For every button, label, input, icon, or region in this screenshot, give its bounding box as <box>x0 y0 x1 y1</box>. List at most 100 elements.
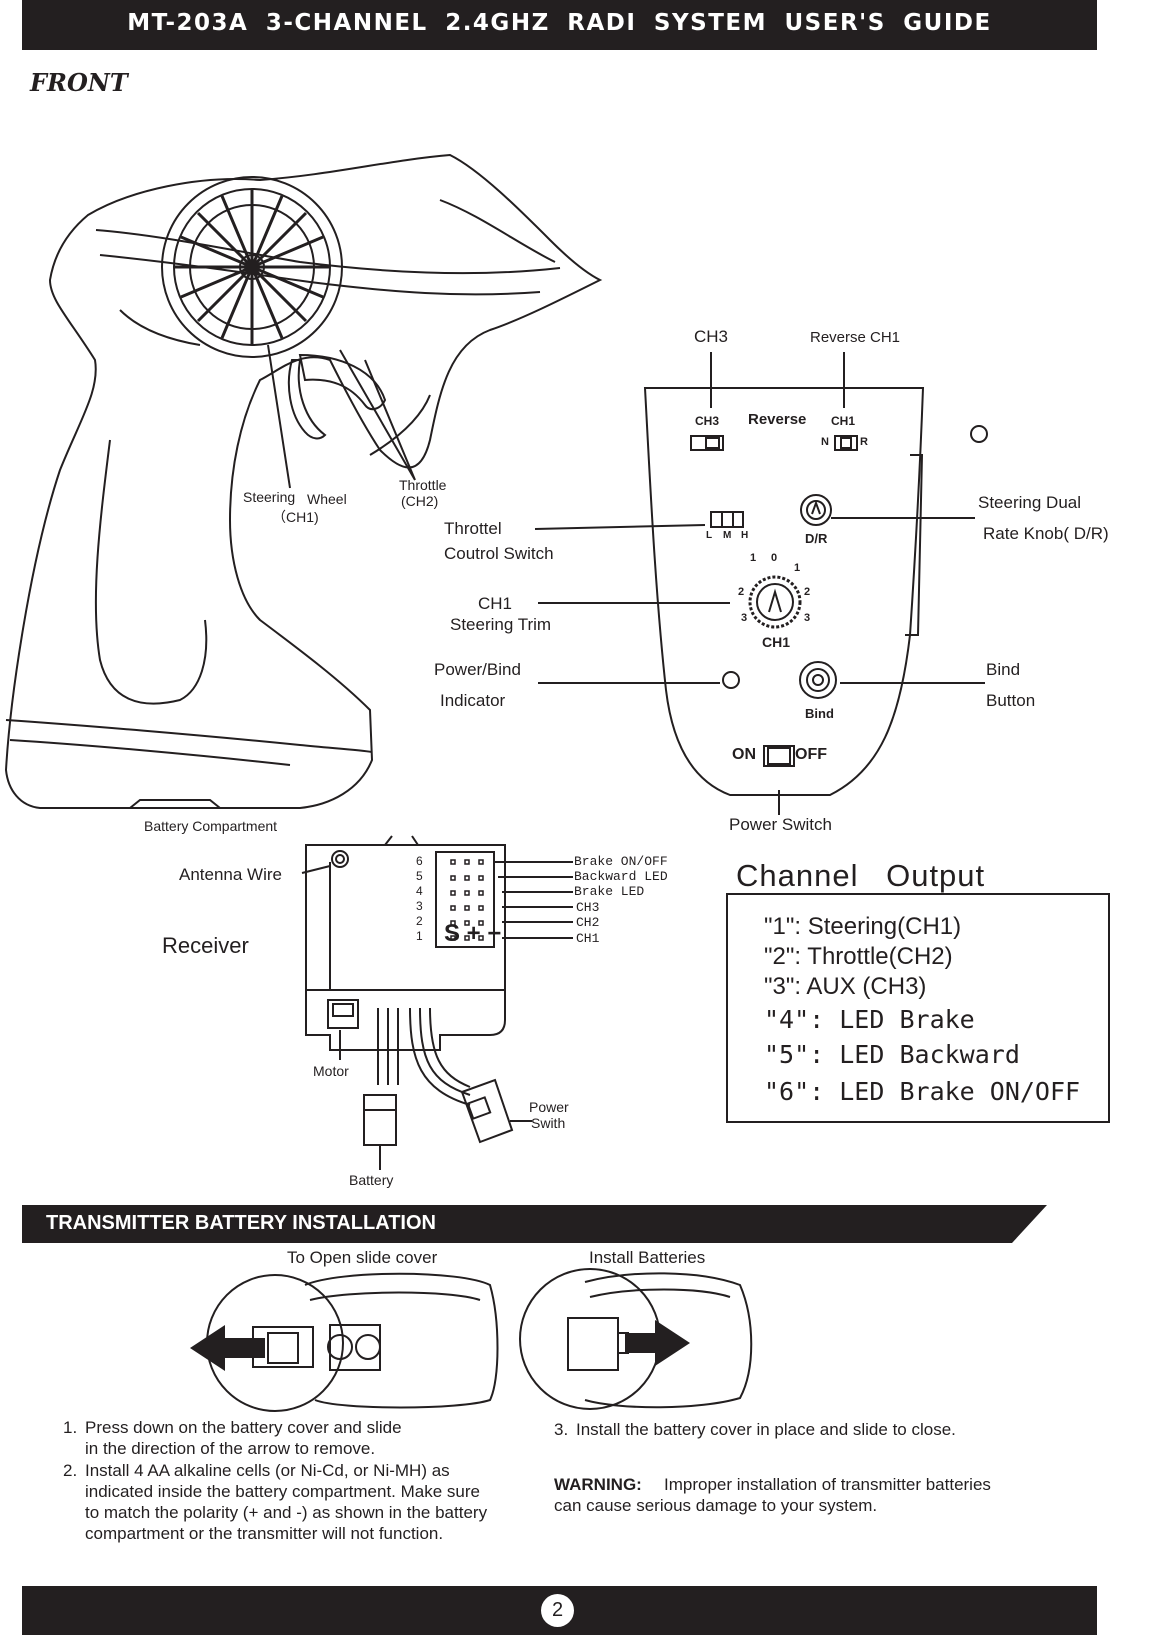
panel-bind-text: Bind <box>805 706 834 721</box>
steering-label-a: Steering <box>243 489 296 505</box>
control-panel-outline <box>643 387 925 796</box>
warning-line: can cause serious damage to your system. <box>554 1496 878 1515</box>
trim-dial-icon <box>748 575 802 629</box>
right-arrow-icon <box>625 1320 690 1366</box>
trim-num: 3 <box>804 612 811 624</box>
power-label: Power <box>529 1099 569 1115</box>
ch1-trim-label: CH1 <box>478 594 513 613</box>
warning-line: Improper installation of transmitter bat… <box>664 1475 991 1494</box>
pin-label: Brake LED <box>574 884 645 899</box>
step-line: Install the battery cover in place and s… <box>576 1420 956 1439</box>
antenna-wire-label: Antenna Wire <box>179 865 282 884</box>
power-switch-icon <box>763 745 795 767</box>
pin-label: CH1 <box>576 931 600 946</box>
step-line: in the direction of the arrow to remove. <box>85 1439 376 1458</box>
panel-h-text: H <box>741 530 749 541</box>
document-title: MT-203A 3-CHANNEL 2.4GHZ RADI SYSTEM USE… <box>127 10 992 36</box>
pin-label: Brake ON/OFF <box>574 854 668 869</box>
receiver-power-switch-icon <box>460 1078 514 1144</box>
steering-dual-label: Steering Dual <box>978 493 1082 512</box>
panel-on-text: ON <box>732 746 756 763</box>
panel-m-text: M <box>723 530 732 541</box>
motor-plug-icon <box>327 999 359 1029</box>
throttel-label: Throttel <box>444 519 502 538</box>
indicator-label: Indicator <box>440 691 506 710</box>
header-bar: MT-203A 3-CHANNEL 2.4GHZ RADI SYSTEM USE… <box>22 0 1097 50</box>
step-line: compartment or the transmitter will not … <box>85 1524 444 1543</box>
panel-r-text: R <box>860 436 868 448</box>
throttle-trigger <box>298 353 387 411</box>
steering-label-b: Wheel <box>307 491 347 507</box>
install-batteries-label: Install Batteries <box>589 1248 706 1267</box>
channel-item: "6": LED Brake ON/OFF <box>764 1077 1081 1106</box>
section-title: TRANSMITTER BATTERY INSTALLATION <box>46 1212 436 1234</box>
pin-number: 2 <box>416 914 423 928</box>
channel-item: "2": Throttle(CH2) <box>764 943 953 970</box>
channel-output-title: Channel Output <box>736 858 986 893</box>
panel-trim-ch1-text: CH1 <box>762 634 791 650</box>
panel-reverse-text: Reverse <box>748 411 807 428</box>
power-indicator-icon <box>722 671 740 689</box>
trim-num: 3 <box>741 612 748 624</box>
pin-number: 5 <box>416 869 423 883</box>
trim-num: 2 <box>738 586 745 598</box>
steering-wheel <box>161 176 343 358</box>
ch3-label: CH3 <box>694 327 729 346</box>
button-label: Button <box>986 691 1036 710</box>
step-number: 2. <box>63 1461 78 1480</box>
motor-label: Motor <box>313 1063 349 1079</box>
step-line: to match the polarity (+ and -) as shown… <box>85 1503 488 1522</box>
step-line: Press down on the battery cover and slid… <box>85 1418 402 1437</box>
receiver-outline <box>305 844 506 1051</box>
trim-num: 1 <box>750 552 757 564</box>
power-bind-label: Power/Bind <box>434 660 521 679</box>
throttle-label: Throttle <box>399 477 447 493</box>
pin-number: 3 <box>416 899 423 913</box>
pin-label: CH3 <box>576 900 600 915</box>
power-switch-label: Power Switch <box>729 815 832 834</box>
steering-trim-label: Steering Trim <box>450 615 552 634</box>
pin-label: CH2 <box>576 915 600 930</box>
channel-item: "4": LED Brake <box>764 1005 975 1034</box>
panel-dr-text: D/R <box>805 531 828 546</box>
reverse-switch-icon <box>834 435 858 451</box>
panel-ch1-text: CH1 <box>831 414 856 428</box>
channel-item: "5": LED Backward <box>764 1040 1020 1069</box>
receiver-spm-text: S + − <box>444 920 502 947</box>
front-heading: FRONT <box>30 68 128 97</box>
rate-knob-label: Rate Knob( D/R) <box>983 524 1109 543</box>
pin-label: Backward LED <box>574 869 668 884</box>
swith-label: Swith <box>531 1115 566 1131</box>
step-number: 1. <box>63 1418 78 1437</box>
channel-item: "3": AUX (CH3) <box>764 973 927 1000</box>
steering-label-ch: （CH1) <box>272 509 319 525</box>
channel-output-box: "1": Steering(CH1) "2": Throttle(CH2) "3… <box>726 893 1110 1123</box>
page-number: 2 <box>541 1594 574 1627</box>
warning-label: WARNING: <box>554 1475 642 1494</box>
trim-num: 0 <box>771 552 778 564</box>
reverse-ch1-label: Reverse CH1 <box>810 329 901 346</box>
throttle-ch-label: (CH2) <box>401 493 439 509</box>
trim-num: 2 <box>804 586 811 598</box>
battery-compartment-label: Battery Compartment <box>144 818 278 834</box>
left-arrow-icon <box>190 1325 265 1371</box>
bind-label: Bind <box>986 660 1021 679</box>
channel-item: "1": Steering(CH1) <box>764 913 962 940</box>
step-number: 3. <box>554 1420 569 1439</box>
section-header-shape <box>22 1205 1047 1243</box>
battery-plug-icon <box>363 1094 397 1146</box>
dr-knob-icon <box>800 494 832 526</box>
receiver-label: Receiver <box>162 933 249 958</box>
panel-ch3-text: CH3 <box>695 414 720 428</box>
transmitter-outline <box>4 153 603 809</box>
coutrol-switch-label: Coutrol Switch <box>444 544 554 563</box>
panel-l-text: L <box>706 530 713 541</box>
pin-number: 6 <box>416 854 423 868</box>
open-cover-label: To Open slide cover <box>287 1248 438 1267</box>
step-line: Install 4 AA alkaline cells (or Ni-Cd, o… <box>85 1461 450 1480</box>
trim-num: 1 <box>794 562 801 574</box>
pin-number: 4 <box>416 884 423 898</box>
step-line: indicated inside the battery compartment… <box>85 1482 480 1501</box>
battery-label: Battery <box>349 1172 394 1188</box>
